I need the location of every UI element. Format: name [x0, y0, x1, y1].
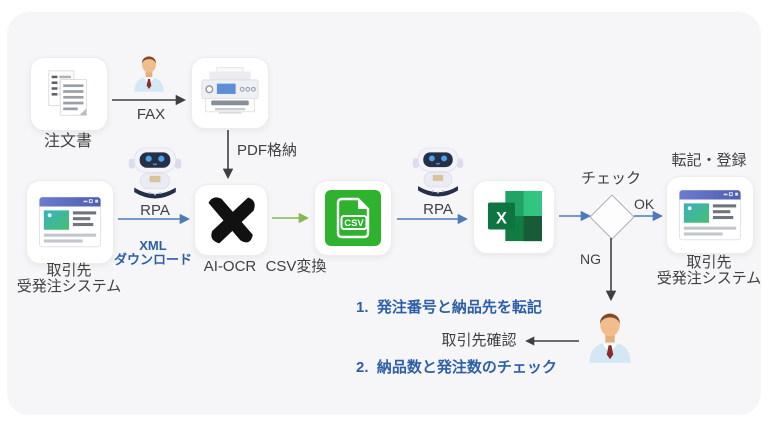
excel-icon: X [487, 190, 542, 242]
check-label: チェック [580, 170, 641, 187]
csv-file-text: CSV [344, 218, 364, 229]
csv-file-icon: CSV [325, 190, 381, 246]
fax-person-icon [134, 56, 164, 92]
excel-card: X [473, 180, 555, 254]
excel-task-1: 1. 発注番号と納品先を転記 [356, 299, 542, 316]
source-system-label-line2: 受発注システム [16, 278, 122, 295]
csv-convert-label: CSV変換 [265, 258, 327, 275]
rpa-transfer-label: RPA [423, 201, 453, 218]
order-document-label: 注文書 [43, 133, 92, 150]
xml-download-note-line2: ダウンロード [113, 252, 192, 267]
target-system-label: 取引先 受発注システム [629, 255, 768, 287]
rpa-robot-icon [412, 147, 464, 197]
printer-card [191, 57, 269, 129]
excel-tasks-note: 1. 発注番号と納品先を転記 2. 納品数と発注数のチェック [356, 258, 557, 418]
pdf-store-label: PDF格納 [237, 142, 298, 159]
source-system-label: 取引先 受発注システム [0, 263, 149, 295]
rpa-download-label: RPA [140, 202, 170, 219]
target-system-card [666, 176, 754, 254]
ai-ocr-logo-icon [208, 197, 255, 244]
confirm-person-icon [589, 313, 631, 363]
rpa-robot-icon [128, 147, 182, 199]
ng-label: NG [580, 251, 601, 267]
source-system-label-line1: 取引先 [46, 262, 92, 279]
browser-window-icon [679, 189, 741, 241]
csv-card: CSV [314, 180, 392, 256]
target-system-label-line1: 取引先 [686, 254, 732, 271]
document-icon [48, 70, 87, 116]
order-document-card [30, 57, 108, 131]
printer-icon [201, 67, 259, 114]
ai-ocr-label: AI-OCR [203, 258, 257, 275]
excel-x-text: X [496, 209, 507, 227]
fax-label: FAX [136, 106, 166, 123]
register-label: 転記・登録 [671, 152, 747, 169]
ok-label: OK [634, 196, 655, 212]
source-system-card [26, 180, 114, 264]
xml-download-note: XML ダウンロード [112, 239, 194, 267]
ai-ocr-card [194, 184, 268, 256]
browser-window-icon [39, 196, 101, 248]
excel-task-2: 2. 納品数と発注数のチェック [356, 359, 557, 376]
target-system-label-line2: 受発注システム [656, 270, 762, 287]
vendor-confirm-label: 取引先確認 [441, 332, 517, 349]
xml-download-note-line1: XML [139, 238, 167, 253]
